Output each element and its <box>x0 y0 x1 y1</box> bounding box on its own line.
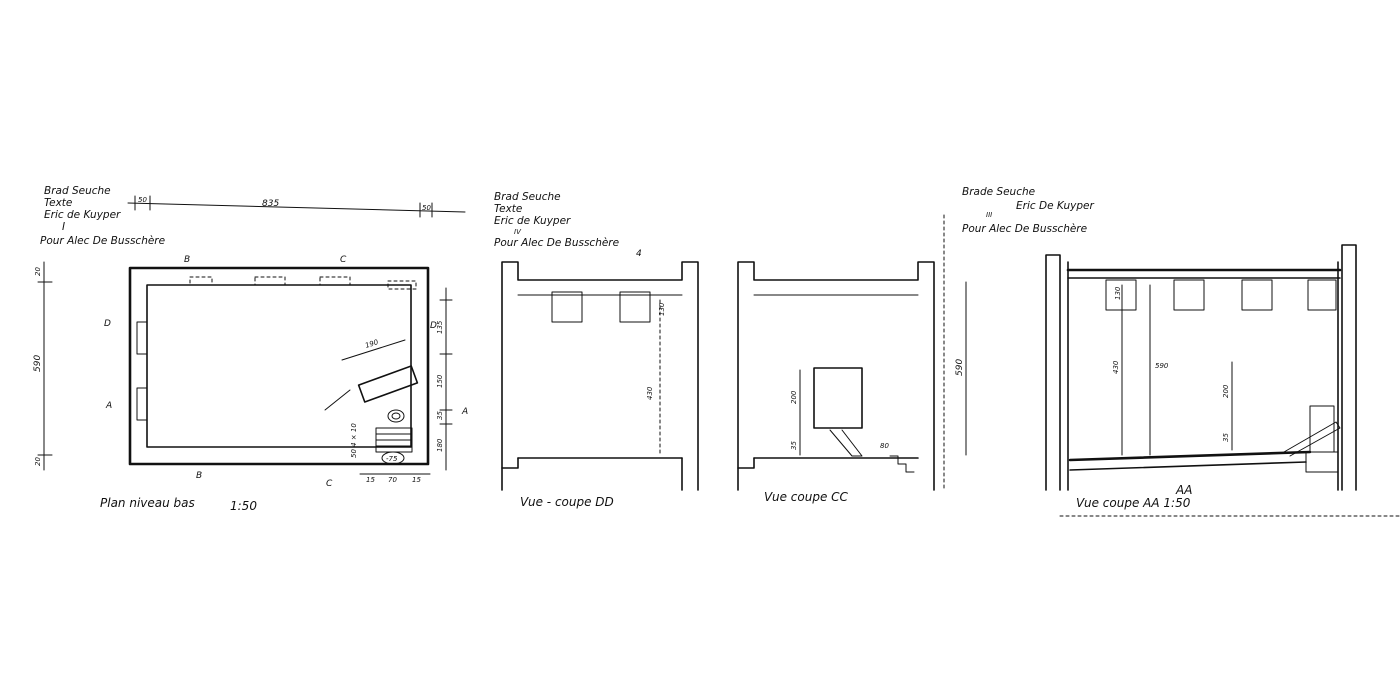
aa-dim-right-small: 35 <box>1222 433 1230 442</box>
section-mark-right-d: D <box>430 321 437 331</box>
section-aa-window-1 <box>1105 279 1137 311</box>
section-cc-floor-left <box>737 457 755 469</box>
aa-dim-inner-a: 590 <box>1155 362 1169 370</box>
section-aa-left-wall <box>1045 254 1061 491</box>
section-aa-step-block <box>1305 451 1339 473</box>
dd-dim-middle: 430 <box>646 386 654 400</box>
window-left-2 <box>136 387 148 421</box>
caption-view-cc: Vue coupe CC <box>764 490 849 504</box>
sheet1-title-line-1: Brad Seuche <box>44 185 111 197</box>
dim-top-main: 835 <box>262 199 279 209</box>
section-aa-right-wall <box>1341 244 1357 491</box>
window-top-4 <box>387 280 417 290</box>
dim-bottom-a: 15 <box>366 476 375 484</box>
cc-dim-right: 80 <box>880 442 889 450</box>
dim-left-height: 590 <box>33 355 43 372</box>
section-aa-window-3 <box>1241 279 1273 311</box>
sheet2-title-line-1: Brad Seuche <box>494 191 561 203</box>
window-left-1 <box>136 321 148 355</box>
sheet2-title-line-2: Texte <box>494 203 522 215</box>
section-aa-ramp <box>1283 421 1341 457</box>
section-aa-window-4 <box>1307 279 1337 311</box>
section-dd-window-2 <box>619 291 651 323</box>
aa-dim-top: 130 <box>1114 286 1122 300</box>
section-mark-bottom-b: B <box>196 471 202 481</box>
dim-diagonal: 190 <box>364 338 380 350</box>
aa-dim-outer: 590 <box>955 359 965 376</box>
section-mark-left-d: D <box>104 319 111 329</box>
section-mark-right-a: A <box>461 407 468 417</box>
plan-caption: Plan niveau bas <box>100 496 195 510</box>
plan-scale: 1:50 <box>230 499 257 513</box>
dim-left-bottom: 20 <box>34 457 42 466</box>
section-cc-stair <box>829 429 863 457</box>
aa-dim-inner-b: 430 <box>1112 360 1120 374</box>
level-value: -75 <box>386 455 398 463</box>
sheet2-subtitle: Pour Alec De Busschère <box>494 237 619 249</box>
round-fixture-inner <box>391 412 401 420</box>
leader-line <box>324 389 351 411</box>
cc-dim-small: 35 <box>790 441 798 450</box>
bed-furniture <box>357 365 419 403</box>
section-cc-opening <box>813 367 863 429</box>
caption-view-dd: Vue - coupe DD <box>520 495 614 509</box>
sheet2-roman-numeral: IV <box>514 228 522 236</box>
aa-dim-right-mid: 200 <box>1222 384 1230 398</box>
level-marker <box>381 451 405 465</box>
dim-right-low: 180 <box>436 438 444 452</box>
top-dimension-line <box>127 202 466 213</box>
dim-bottom-c: 15 <box>412 476 421 484</box>
outer-wall <box>128 266 430 466</box>
section-mark-top-b: B <box>184 255 190 265</box>
dim-top-left: 50 <box>138 196 147 204</box>
section-cc-steps <box>889 455 915 473</box>
section-mark-bottom-c: C <box>326 479 333 489</box>
section-aa-floor-lower <box>1069 461 1307 471</box>
window-top-2 <box>254 276 286 286</box>
caption-section-aa: AA <box>1175 483 1192 497</box>
sheet-floor-plan: Brad Seuche Texte Eric de Kuyper I Pour … <box>33 185 468 513</box>
sheet1-title-line-3: Eric de Kuyper <box>44 209 121 221</box>
cc-dim-door: 200 <box>790 390 798 404</box>
section-mark-top-c: C <box>340 255 347 265</box>
round-fixture <box>387 409 405 423</box>
sheet-elevations: Brad Seuche Texte Eric de Kuyper IV Pour… <box>494 191 945 509</box>
inner-wall <box>146 284 412 448</box>
sheet2-page-number: 4 <box>636 249 642 259</box>
caption-view-aa: Vue coupe AA 1:50 <box>1076 496 1191 510</box>
section-mark-left-a: A <box>105 401 112 411</box>
sheet-section-aa: Brade Seuche Eric De Kuyper III Pour Ale… <box>955 186 1400 517</box>
stair-dimension: 50 4 × 10 <box>350 423 358 458</box>
sheet3-title-line-2: Eric De Kuyper <box>1016 200 1094 212</box>
section-aa-door <box>1309 405 1335 453</box>
sheet2-title-line-3: Eric de Kuyper <box>494 215 571 227</box>
section-cc-outline <box>737 261 935 491</box>
sheet3-title-line-1: Brade Seuche <box>962 186 1035 198</box>
section-aa-floor <box>1068 450 1312 462</box>
dd-dim-top: 130 <box>658 302 666 316</box>
section-aa-window-2 <box>1173 279 1205 311</box>
dim-bottom-b: 70 <box>388 476 397 484</box>
section-dd-floor-left <box>501 457 519 469</box>
sheet1-roman-numeral: I <box>62 221 65 233</box>
dim-top-right: 50 <box>422 204 431 212</box>
sheet1-title-line-2: Texte <box>44 197 72 209</box>
section-dd-outline <box>501 261 699 491</box>
diagonal-dimension-line <box>341 339 406 361</box>
dim-right-upper: 135 <box>436 320 444 334</box>
dim-right-small: 35 <box>436 411 444 420</box>
sheet1-subtitle: Pour Alec De Busschère <box>40 235 165 247</box>
dim-left-top: 20 <box>34 267 42 276</box>
section-dd-window-1 <box>551 291 583 323</box>
sheet3-subtitle: Pour Alec De Busschère <box>962 223 1087 235</box>
window-top-3 <box>319 276 351 286</box>
window-top-1 <box>189 276 213 286</box>
dim-right-mid: 150 <box>436 374 444 388</box>
sheet3-roman-numeral: III <box>986 211 992 219</box>
